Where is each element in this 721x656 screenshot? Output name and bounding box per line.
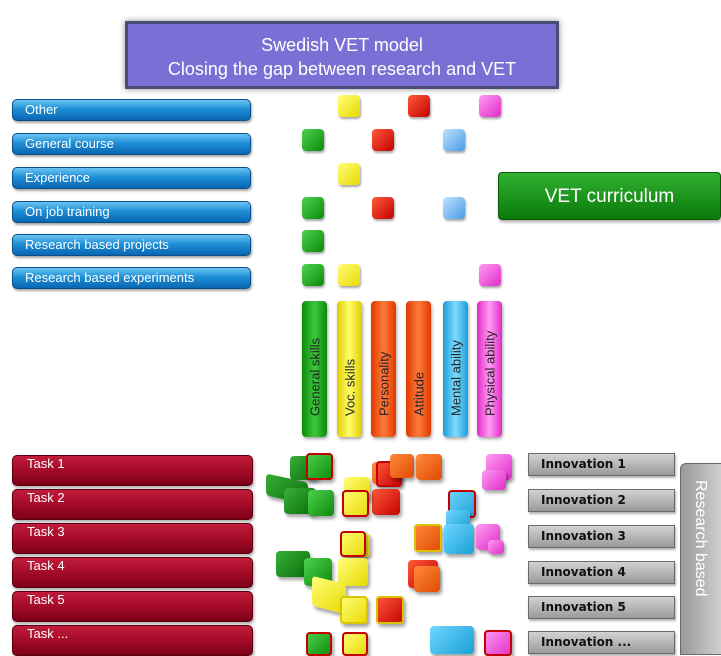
matrix-cell xyxy=(302,197,324,219)
matrix-cell xyxy=(408,95,430,117)
title-line-1: Swedish VET model xyxy=(261,35,423,55)
competence-physical-ability: Physical ability xyxy=(477,301,502,437)
innovation-2: Innovation 2 xyxy=(528,489,675,512)
task-matrix-cube xyxy=(376,596,404,624)
competence-label: Personality xyxy=(376,351,391,416)
category-research-based-projects: Research based projects xyxy=(12,234,251,256)
innovation-3: Innovation 3 xyxy=(528,525,675,548)
task-4: Task 4 xyxy=(12,557,253,588)
matrix-cell xyxy=(372,129,394,151)
task-matrix-cube xyxy=(390,454,414,478)
category-on-job-training: On job training xyxy=(12,201,251,223)
matrix-cell xyxy=(372,197,394,219)
innovation-more: Innovation ... xyxy=(528,631,675,654)
matrix-cell xyxy=(443,129,465,151)
matrix-cell xyxy=(338,163,360,185)
task-matrix-cube xyxy=(306,453,333,480)
matrix-cell xyxy=(479,264,501,286)
research-based-label: Research based xyxy=(692,480,709,597)
matrix-cell xyxy=(338,95,360,117)
competence-general-skills: General skills xyxy=(302,301,327,437)
task-matrix-cube xyxy=(340,531,366,557)
matrix-cell xyxy=(302,264,324,286)
task-5: Task 5 xyxy=(12,591,253,622)
task-matrix-cube xyxy=(488,540,504,554)
competence-label: Voc. skills xyxy=(342,358,357,416)
competence-voc-skills: Voc. skills xyxy=(337,301,362,437)
competence-attitude: Attitude xyxy=(406,301,431,437)
task-matrix-cube xyxy=(342,490,369,517)
task-3: Task 3 xyxy=(12,523,253,554)
matrix-cell xyxy=(302,129,324,151)
category-research-based-experiments: Research based experiments xyxy=(12,267,251,289)
competence-label: Physical ability xyxy=(482,330,497,416)
competence-label: Attitude xyxy=(411,371,426,416)
title-box: Swedish VET model Closing the gap betwee… xyxy=(125,21,559,89)
innovation-4: Innovation 4 xyxy=(528,561,675,584)
task-matrix-cube xyxy=(340,596,368,624)
competence-label: General skills xyxy=(307,337,322,416)
task-1: Task 1 xyxy=(12,455,253,486)
task-matrix-cube xyxy=(338,558,368,586)
vet-curriculum-box: VET curriculum xyxy=(498,172,721,220)
matrix-cell xyxy=(443,197,465,219)
task-matrix-cube xyxy=(372,489,400,515)
competence-mental-ability: Mental ability xyxy=(443,301,468,437)
innovation-5: Innovation 5 xyxy=(528,596,675,619)
task-matrix-cube xyxy=(484,630,512,656)
category-general-course: General course xyxy=(12,133,251,155)
task-more: Task ... xyxy=(12,625,253,656)
competence-label: Mental ability xyxy=(448,340,463,416)
category-other: Other xyxy=(12,99,251,121)
task-matrix-cube xyxy=(414,524,442,552)
task-matrix-cube xyxy=(430,626,474,654)
competence-personality: Personality xyxy=(371,301,396,437)
category-experience: Experience xyxy=(12,167,251,189)
task-matrix-cube xyxy=(482,470,506,490)
task-matrix-cube xyxy=(414,566,440,592)
task-matrix-cube xyxy=(416,454,442,480)
task-matrix-cube xyxy=(308,490,334,516)
matrix-cell xyxy=(479,95,501,117)
matrix-cell xyxy=(302,230,324,252)
task-matrix-cube xyxy=(306,632,332,656)
task-matrix-cube xyxy=(342,632,368,656)
research-based-box: Research based xyxy=(680,463,721,655)
title-line-2: Closing the gap between research and VET xyxy=(167,59,517,79)
task-matrix-cube xyxy=(444,524,474,554)
matrix-cell xyxy=(338,264,360,286)
innovation-1: Innovation 1 xyxy=(528,453,675,476)
task-2: Task 2 xyxy=(12,489,253,520)
